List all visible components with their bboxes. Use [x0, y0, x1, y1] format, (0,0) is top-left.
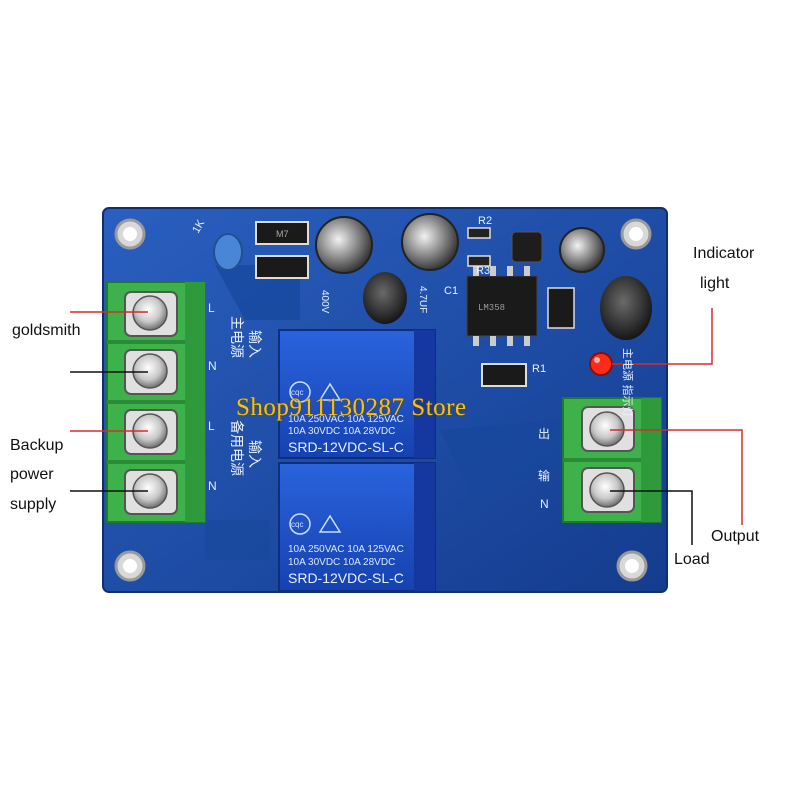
- inductor: [363, 272, 407, 324]
- relay-bottom: [278, 462, 436, 592]
- board-n-1: N: [208, 359, 217, 373]
- terminal-screw: [124, 409, 178, 455]
- arrow-indicator: [612, 308, 713, 365]
- board-n-out: N: [540, 497, 549, 511]
- label-output: Output: [711, 528, 760, 545]
- label-load: Load: [674, 551, 710, 568]
- board-r2: R2: [478, 215, 492, 227]
- diode-marking: M7: [276, 229, 289, 239]
- mounting-hole: [616, 550, 648, 582]
- relay-bottom-brand: cqc: [291, 520, 303, 529]
- board-r1: R1: [532, 363, 546, 375]
- board-input-1: 输入: [246, 330, 262, 358]
- board-output: 出: [538, 427, 550, 441]
- board-main-power: 主电源: [228, 316, 244, 358]
- relay-bottom-model: SRD-12VDC-SL-C: [288, 570, 404, 586]
- board-l-2: L: [208, 419, 215, 433]
- smd-resistor: [467, 227, 575, 387]
- ic-chip: [466, 266, 538, 346]
- blue-capacitor: [213, 233, 243, 271]
- board-47u: 4.7UF: [417, 286, 428, 313]
- mounting-hole: [114, 218, 146, 250]
- board-backup-power: 备用电源: [228, 420, 245, 476]
- label-backup-3: supply: [10, 496, 57, 513]
- diode: [255, 221, 309, 279]
- relay-top: [278, 329, 436, 459]
- terminal-screw: [124, 291, 178, 337]
- arrow-load: [610, 490, 693, 545]
- terminal-screw: [581, 406, 635, 452]
- mounting-hole: [114, 550, 146, 582]
- inductor: [600, 276, 652, 340]
- chip-marking: LM358: [478, 303, 505, 313]
- relay-bottom-spec-2: 10A 30VDC 10A 28VDC: [288, 557, 395, 568]
- store-watermark: Shop911130287 Store: [236, 394, 467, 421]
- board-indicator-cn: 主电源 指示灯: [621, 348, 635, 418]
- label-backup-2: power: [10, 466, 54, 483]
- indicator-led: [589, 352, 613, 376]
- mounting-hole: [620, 218, 652, 250]
- terminal-screw: [124, 349, 178, 395]
- arrow-output: [610, 429, 743, 525]
- board-input-2: 输入: [246, 440, 262, 468]
- transistor: [511, 231, 543, 263]
- terminal-screw: [581, 467, 635, 513]
- board-c1: C1: [444, 285, 458, 297]
- label-indicator-2: light: [700, 275, 730, 292]
- relay-top-model: SRD-12VDC-SL-C: [288, 439, 404, 455]
- board-l-1: L: [208, 301, 215, 315]
- board-n-2: N: [208, 479, 217, 493]
- relay-top-brand: cqc: [291, 388, 303, 397]
- label-indicator-1: Indicator: [693, 245, 755, 262]
- label-backup-1: Backup: [10, 437, 64, 454]
- board-output-2: 输: [538, 468, 550, 483]
- electrolytic-capacitor: [315, 216, 373, 274]
- electrolytic-capacitor: [401, 213, 459, 271]
- relay-top-spec-1: 10A 250VAC 10A 125VAC: [288, 414, 404, 425]
- board-r3: R3: [476, 265, 490, 277]
- board-400v: 400V: [319, 290, 330, 314]
- label-goldsmith: goldsmith: [12, 322, 81, 339]
- relay-top-spec-2: 10A 30VDC 10A 28VDC: [288, 426, 395, 437]
- terminal-screw: [124, 469, 178, 515]
- relay-bottom-spec-1: 10A 250VAC 10A 125VAC: [288, 544, 404, 555]
- electrolytic-capacitor: [559, 227, 605, 273]
